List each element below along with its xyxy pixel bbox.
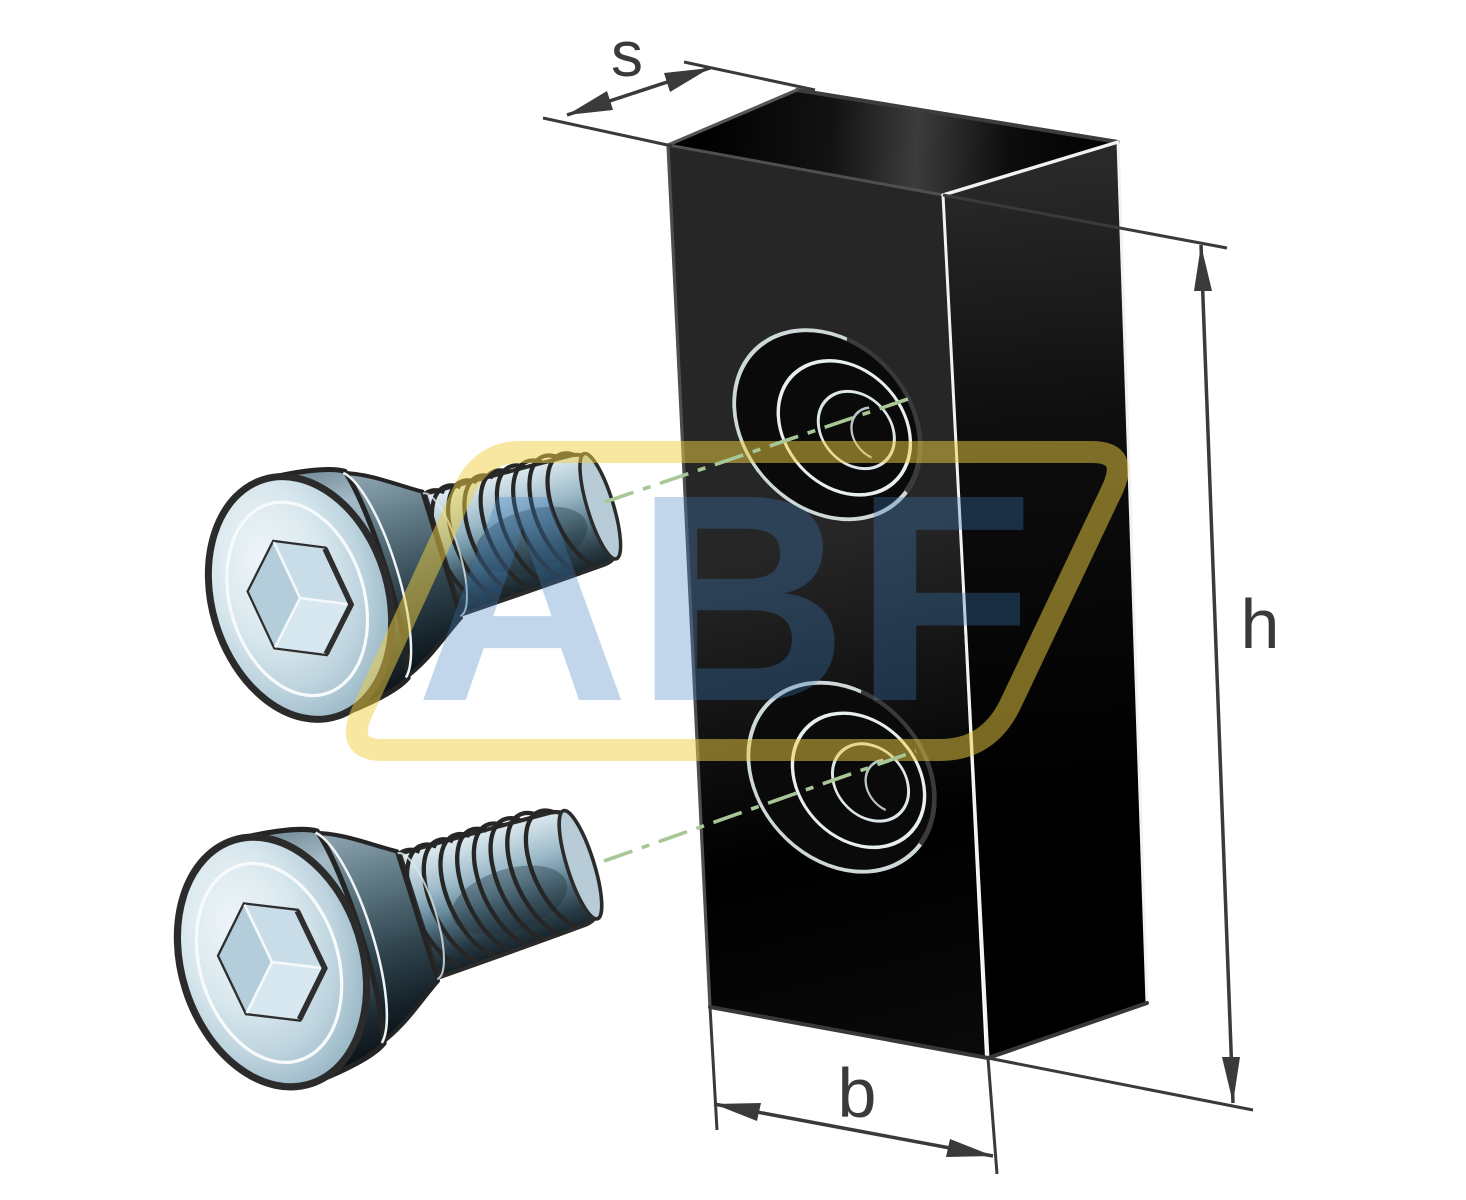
hole-bore-edge bbox=[816, 389, 896, 471]
hole-rim-shadow bbox=[860, 689, 937, 846]
hole-cone-edge bbox=[790, 711, 927, 850]
head-chamfer-ring bbox=[194, 861, 344, 1065]
extension-line bbox=[683, 60, 816, 92]
extension-line bbox=[986, 1057, 999, 1175]
neck-highlight bbox=[397, 852, 445, 981]
edge-top-front bbox=[666, 143, 945, 197]
head-back-rim bbox=[314, 831, 389, 1044]
dimensions: s h b bbox=[542, 18, 1280, 1175]
hole-cone-edge bbox=[776, 359, 913, 497]
hex-facet bbox=[273, 542, 352, 605]
edge-top-back bbox=[795, 88, 1120, 144]
hex-facet-edges bbox=[243, 904, 325, 1014]
arrowhead bbox=[1194, 245, 1212, 291]
hex-facet bbox=[244, 904, 325, 969]
hex-socket-shadow-edge bbox=[322, 547, 355, 656]
centerlines bbox=[603, 397, 917, 863]
dimension-line bbox=[713, 1102, 994, 1158]
arrowhead bbox=[946, 1139, 993, 1157]
socket-head-screw-lower bbox=[173, 808, 604, 1091]
dimension-label-b: b bbox=[838, 1054, 877, 1132]
head-back-rim bbox=[342, 471, 413, 679]
edge-back-right-highlight bbox=[1116, 140, 1149, 1005]
dimension-line bbox=[1199, 244, 1235, 1104]
hex-socket bbox=[246, 539, 355, 657]
arrowhead bbox=[714, 1103, 761, 1121]
hole-rim-shadow bbox=[846, 336, 923, 494]
centerline-lower bbox=[603, 749, 917, 863]
block-right-face bbox=[943, 142, 1147, 1058]
hex-socket bbox=[216, 902, 328, 1022]
dimension-b: b bbox=[708, 1006, 999, 1175]
dimension-label-s: s bbox=[611, 18, 643, 90]
watermark-frame bbox=[345, 441, 1129, 761]
dimension-label-h: h bbox=[1241, 585, 1280, 663]
edge-bottom-right bbox=[986, 1001, 1149, 1060]
edge-top-left bbox=[666, 88, 799, 147]
arrowhead bbox=[1222, 1057, 1240, 1103]
extension-line bbox=[708, 1006, 719, 1131]
dimension-s: s bbox=[542, 18, 816, 148]
thread-tip bbox=[557, 808, 604, 921]
edge-top-right-highlight bbox=[941, 140, 1120, 197]
extension-line bbox=[987, 1056, 1254, 1112]
neck-highlight bbox=[422, 492, 468, 617]
hex-socket-shadow-edge bbox=[294, 909, 328, 1021]
edge-front-right-highlight bbox=[941, 193, 990, 1060]
hex-facet-edges bbox=[272, 541, 352, 648]
arrowhead bbox=[664, 68, 710, 92]
extension-line bbox=[542, 116, 673, 148]
watermark: ABF bbox=[345, 433, 1129, 763]
dimension-h: h bbox=[942, 193, 1280, 1112]
block-top-face bbox=[668, 90, 1118, 195]
block-edges bbox=[666, 88, 1149, 1060]
clamping-plate-block bbox=[666, 88, 1149, 1060]
socket-head-screw-upper bbox=[204, 451, 623, 723]
edge-front-left bbox=[666, 143, 712, 1009]
extension-line bbox=[942, 193, 1228, 250]
edge-bottom-front bbox=[708, 1005, 990, 1060]
centerline-upper bbox=[604, 397, 909, 504]
head-chamfer-ring bbox=[225, 500, 370, 698]
arrowhead bbox=[567, 91, 613, 115]
watermark-letters: ABF bbox=[416, 433, 1040, 763]
hole-far-edge bbox=[864, 758, 887, 812]
